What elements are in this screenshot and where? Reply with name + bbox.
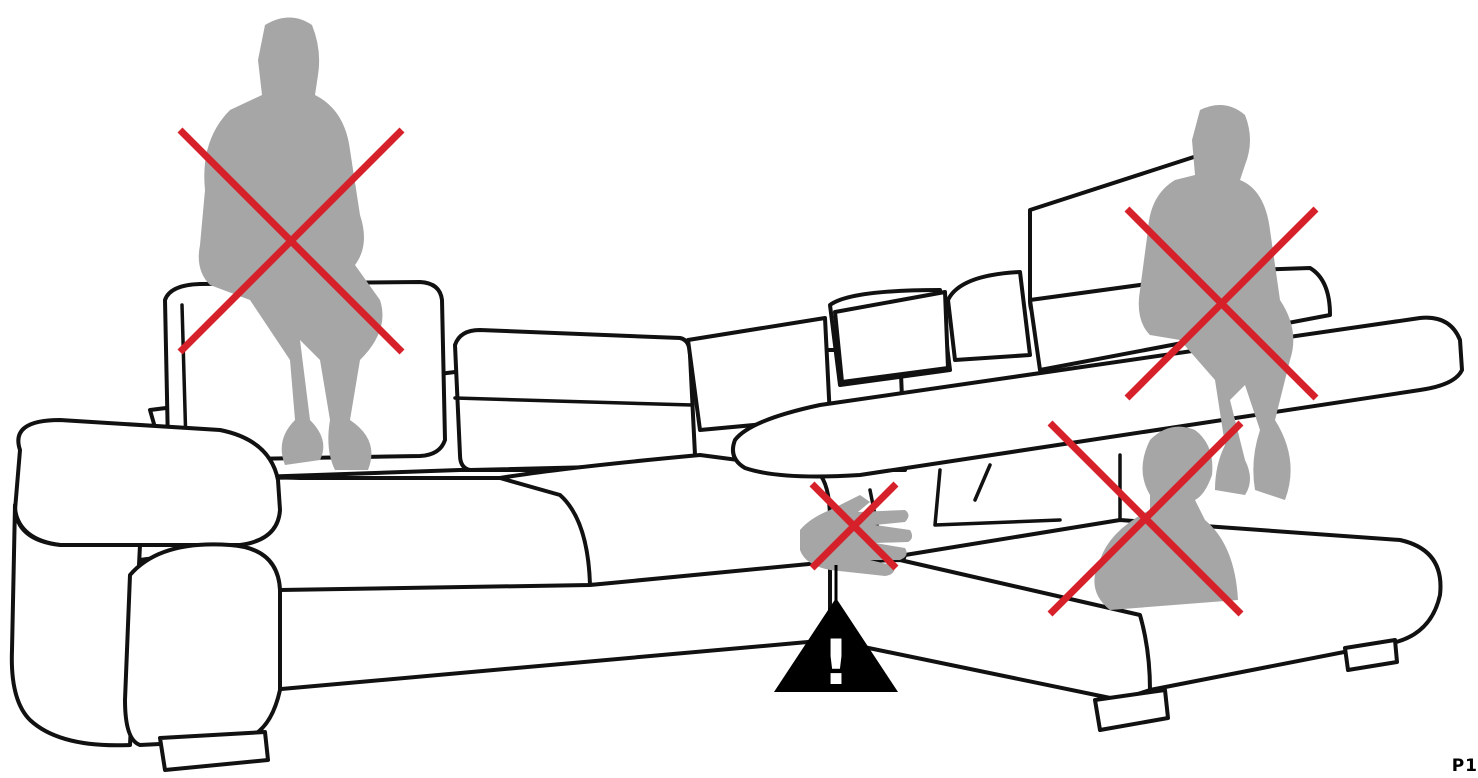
- foot-left: [160, 732, 268, 770]
- sofa-left-section: [12, 282, 905, 770]
- child-in-storage: [1094, 427, 1238, 610]
- warning-symbol: !: [822, 626, 850, 699]
- armrest-left: [15, 420, 280, 545]
- page-code-label: P1: [1452, 756, 1478, 776]
